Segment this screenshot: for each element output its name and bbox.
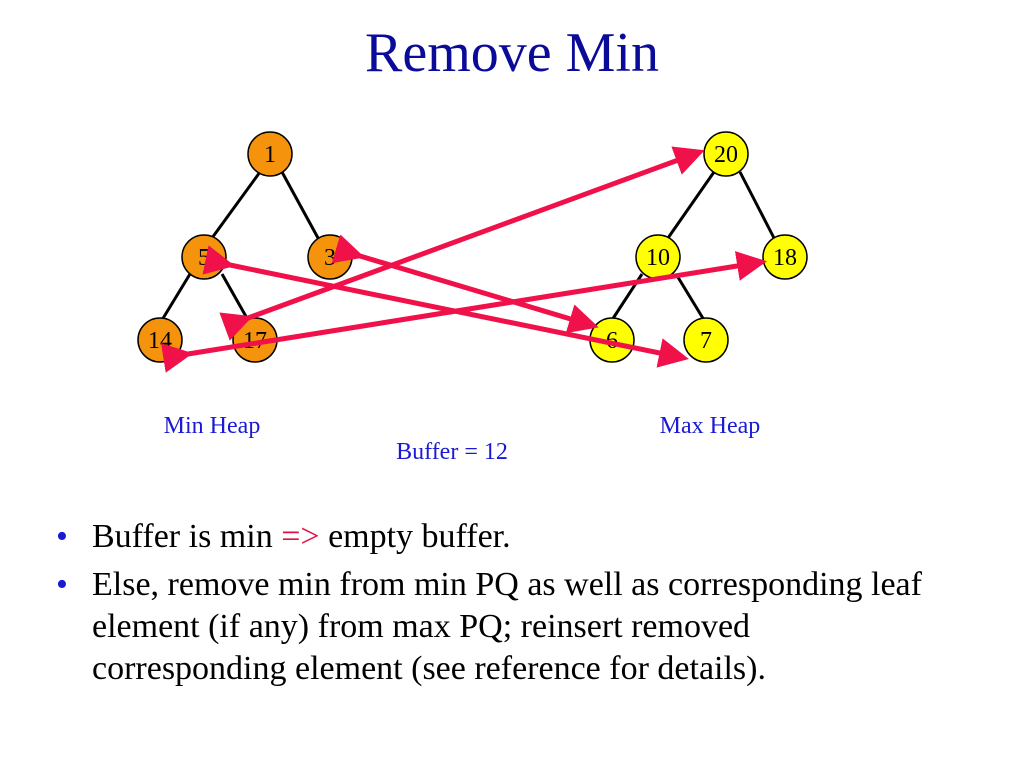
node-value: 20 — [714, 142, 738, 168]
node-value: 1 — [264, 142, 276, 168]
bullet-text: Else, remove min from min PQ as well as … — [92, 566, 922, 687]
slide-title: Remove Min — [365, 22, 659, 84]
bullet-list: Buffer is min => empty buffer. Else, rem… — [52, 516, 952, 696]
edge-1-5 — [210, 171, 262, 239]
bullet-item: Buffer is min => empty buffer. — [52, 516, 952, 558]
arrow-14-18 — [160, 251, 767, 373]
min-heap-node: 5 — [181, 234, 227, 280]
min-heap-node: 14 — [137, 317, 183, 363]
node-value: 7 — [700, 328, 712, 354]
implies-arrow: => — [281, 518, 320, 555]
edge-20-10 — [666, 171, 716, 239]
max-heap-label: Max Heap — [660, 413, 761, 439]
min-heap-node: 3 — [307, 234, 353, 280]
correspondence-arrows — [160, 146, 767, 373]
min-heap-node: 1 — [247, 131, 293, 177]
edge-20-18 — [738, 171, 776, 239]
max-heap-edges — [610, 171, 776, 321]
node-value: 5 — [198, 245, 210, 271]
max-heap-node: 20 — [703, 131, 749, 177]
edge-5-17 — [220, 273, 250, 321]
edge-10-7 — [674, 273, 706, 321]
max-heap-node: 7 — [683, 317, 729, 363]
min-heap-nodes: 1 5 3 14 17 — [137, 131, 353, 363]
bullet-text-end: empty buffer. — [319, 518, 511, 555]
node-value: 18 — [773, 245, 797, 271]
edge-1-3 — [280, 171, 320, 239]
max-heap-nodes: 20 10 18 6 7 — [589, 131, 808, 363]
min-heap-label: Min Heap — [164, 413, 261, 439]
edge-5-14 — [160, 273, 192, 321]
bullet-text-start: Buffer is min — [92, 518, 282, 555]
node-value: 14 — [148, 328, 172, 354]
buffer-label: Buffer = 12 — [396, 439, 508, 465]
bullet-item: Else, remove min from min PQ as well as … — [52, 564, 952, 690]
node-value: 3 — [324, 245, 336, 271]
max-heap-node: 18 — [762, 234, 808, 280]
max-heap-node: 10 — [635, 234, 681, 280]
node-value: 10 — [646, 245, 670, 271]
